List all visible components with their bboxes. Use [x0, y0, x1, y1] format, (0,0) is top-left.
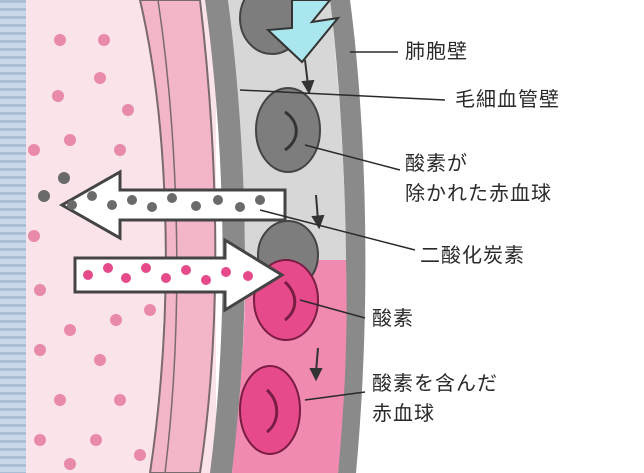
label-capillary-wall: 毛細血管壁: [455, 86, 560, 113]
label-oxygenated-rbc-1: 酸素を含んだ: [372, 370, 498, 397]
rbc-red-2: [240, 366, 300, 454]
label-oxygenated-rbc-2: 赤血球: [372, 400, 435, 427]
label-carbon-dioxide: 二酸化炭素: [420, 242, 525, 269]
label-alveolar-wall: 肺胞壁: [405, 38, 468, 65]
label-deoxygenated-rbc-2: 除かれた赤血球: [405, 180, 552, 207]
side-stripe-panel: [0, 0, 26, 473]
label-deoxygenated-rbc-1: 酸素が: [405, 150, 468, 177]
rbc-gray-1: [256, 88, 320, 172]
label-oxygen: 酸素: [372, 305, 414, 332]
